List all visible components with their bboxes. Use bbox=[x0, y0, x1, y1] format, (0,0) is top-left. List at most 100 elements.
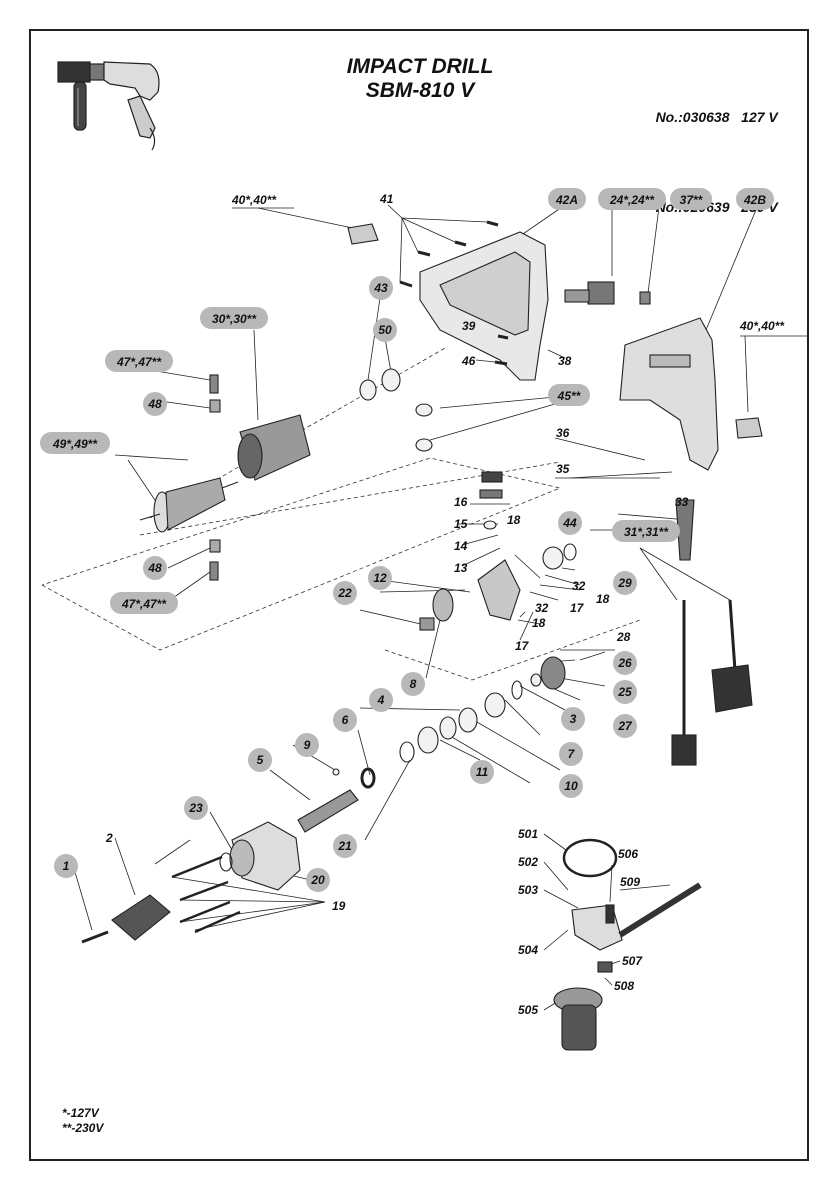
part-label-501: 501 bbox=[518, 827, 538, 841]
badge-22: 22 bbox=[333, 581, 357, 605]
part-label-2: 2 bbox=[105, 831, 113, 845]
svg-text:27: 27 bbox=[617, 719, 633, 733]
svg-text:11: 11 bbox=[476, 765, 489, 779]
part-label-19: 19 bbox=[332, 899, 346, 913]
badge-49: 49*,49** bbox=[40, 432, 110, 454]
svg-text:23: 23 bbox=[188, 801, 203, 815]
parts-drawings bbox=[81, 220, 763, 1051]
svg-text:30*,30**: 30*,30** bbox=[212, 312, 257, 326]
part-label-35: 35 bbox=[556, 462, 570, 476]
badge-37: 37** bbox=[670, 188, 712, 210]
part-label-18: 18 bbox=[507, 513, 521, 527]
part-label-33: 33 bbox=[675, 495, 689, 509]
svg-text:49*,49**: 49*,49** bbox=[52, 437, 98, 451]
drill-thumbnail bbox=[57, 61, 160, 151]
svg-text:42B: 42B bbox=[743, 193, 766, 207]
badge-43: 43 bbox=[369, 276, 393, 300]
svg-text:10: 10 bbox=[564, 779, 578, 793]
badge-8: 8 bbox=[401, 672, 425, 696]
model-voltage: 127 V bbox=[741, 109, 778, 125]
part-label-17: 17 bbox=[570, 601, 585, 615]
svg-text:9: 9 bbox=[304, 738, 311, 752]
part-label-32: 32 bbox=[572, 579, 586, 593]
svg-text:26: 26 bbox=[617, 656, 632, 670]
svg-text:31*,31**: 31*,31** bbox=[624, 525, 669, 539]
badge-24: 24*,24** bbox=[598, 188, 666, 210]
part-label-28: 28 bbox=[616, 630, 631, 644]
legend-127v: *-127V bbox=[62, 1106, 99, 1120]
svg-text:48: 48 bbox=[147, 397, 162, 411]
badge-48-bottom: 48 bbox=[143, 556, 167, 580]
svg-text:3: 3 bbox=[570, 712, 577, 726]
svg-text:8: 8 bbox=[410, 677, 417, 691]
part-label-16: 16 bbox=[454, 495, 468, 509]
diagram-title: IMPACT DRILL SBM-810 V bbox=[270, 55, 570, 103]
part-label-503: 503 bbox=[518, 883, 538, 897]
svg-text:7: 7 bbox=[568, 747, 576, 761]
svg-text:12: 12 bbox=[373, 571, 387, 585]
part-label-38: 38 bbox=[558, 354, 572, 368]
svg-text:44: 44 bbox=[562, 516, 577, 530]
svg-text:22: 22 bbox=[337, 586, 352, 600]
badge-21: 21 bbox=[333, 834, 357, 858]
svg-text:48: 48 bbox=[147, 561, 162, 575]
part-label-508: 508 bbox=[614, 979, 634, 993]
part-label-18: 18 bbox=[596, 592, 610, 606]
title-line-1: IMPACT DRILL bbox=[346, 55, 494, 78]
svg-text:50: 50 bbox=[378, 323, 392, 337]
badge-26: 26 bbox=[613, 651, 637, 675]
badge-12: 12 bbox=[368, 566, 392, 590]
part-label-40: 40*,40** bbox=[231, 193, 277, 207]
part-label-505: 505 bbox=[518, 1003, 538, 1017]
svg-text:45**: 45** bbox=[557, 389, 582, 403]
part-label-509: 509 bbox=[620, 875, 640, 889]
drawing-frame bbox=[29, 29, 809, 1161]
part-label-502: 502 bbox=[518, 855, 538, 869]
part-label-18: 18 bbox=[532, 616, 546, 630]
badge-labels: 42A 24*,24** 37** 42B 43 50 30*,30** 4 5 bbox=[40, 188, 774, 892]
badge-7: 7 bbox=[559, 742, 583, 766]
part-label-17: 17 bbox=[515, 639, 530, 653]
leader-lines bbox=[74, 204, 808, 1011]
badge-29: 29 bbox=[613, 571, 637, 595]
svg-text:5: 5 bbox=[257, 753, 264, 767]
svg-text:43: 43 bbox=[373, 281, 388, 295]
badge-50: 50 bbox=[373, 318, 397, 342]
badge-27: 27 bbox=[613, 714, 637, 738]
svg-text:21: 21 bbox=[337, 839, 352, 853]
part-label-41: 41 bbox=[379, 192, 394, 206]
svg-text:6: 6 bbox=[342, 713, 349, 727]
svg-text:20: 20 bbox=[310, 873, 325, 887]
part-label-507: 507 bbox=[622, 954, 643, 968]
svg-text:24*,24**: 24*,24** bbox=[609, 193, 655, 207]
badge-9: 9 bbox=[295, 733, 319, 757]
part-label-13: 13 bbox=[454, 561, 468, 575]
svg-text:37**: 37** bbox=[680, 193, 704, 207]
badge-42b: 42B bbox=[736, 188, 774, 210]
badge-5: 5 bbox=[248, 748, 272, 772]
svg-text:29: 29 bbox=[617, 576, 632, 590]
svg-text:47*,47**: 47*,47** bbox=[121, 597, 167, 611]
badge-1: 1 bbox=[54, 854, 78, 878]
badge-4: 4 bbox=[369, 688, 393, 712]
badge-44: 44 bbox=[558, 511, 582, 535]
badge-23: 23 bbox=[184, 796, 208, 820]
badge-10: 10 bbox=[559, 774, 583, 798]
badge-31: 31*,31** bbox=[612, 520, 680, 542]
badge-30: 30*,30** bbox=[200, 307, 268, 329]
badge-45: 45** bbox=[548, 384, 590, 406]
badge-42a: 42A bbox=[548, 188, 586, 210]
badge-25: 25 bbox=[613, 680, 637, 704]
badge-20: 20 bbox=[306, 868, 330, 892]
badge-47-bottom: 47*,47** bbox=[110, 592, 178, 614]
badge-48-top: 48 bbox=[143, 392, 167, 416]
part-label-39: 39 bbox=[462, 319, 476, 333]
part-label-46: 46 bbox=[461, 354, 476, 368]
model-number: No.:030638 bbox=[655, 109, 730, 125]
part-labels: 40*,40** 41 40*,40** 39 38 46 36 35 16 1… bbox=[105, 192, 785, 1017]
part-label-504: 504 bbox=[518, 943, 538, 957]
svg-text:25: 25 bbox=[617, 685, 632, 699]
svg-text:47*,47**: 47*,47** bbox=[116, 355, 162, 369]
badge-11: 11 bbox=[470, 760, 494, 784]
